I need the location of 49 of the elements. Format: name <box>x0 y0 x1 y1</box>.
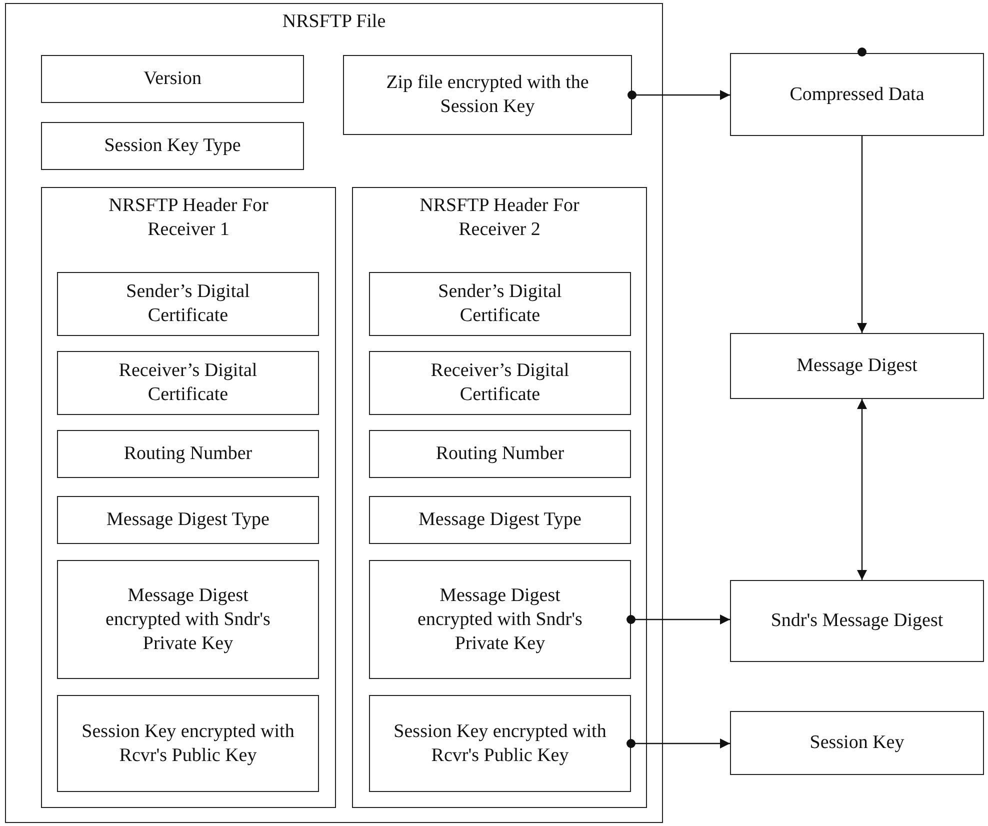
field-box <box>57 272 319 336</box>
field-box <box>57 695 319 792</box>
arrow <box>626 614 730 624</box>
box-label: Sndr's Message Digest <box>770 609 944 633</box>
field-box <box>369 496 631 544</box>
box-label: Message Digest Type <box>106 508 270 532</box>
box-label: Session Key encrypted with Rcvr's Public Key <box>392 720 608 768</box>
container-box <box>5 3 663 823</box>
box-label: Message Digest encrypted with Sndr's Private Key <box>104 584 272 656</box>
field-box <box>57 351 319 415</box>
box-label: Message Digest <box>796 354 918 378</box>
field-box <box>57 430 319 478</box>
field-box <box>369 272 631 336</box>
box-label: Compressed Data <box>790 82 924 106</box>
box-label: Session Key Type <box>104 134 241 158</box>
box-label: Message Digest encrypted with Sndr's Private Key <box>416 584 584 656</box>
box-label: Message Digest Type <box>418 508 582 532</box>
box-label: Routing Number <box>436 442 564 466</box>
arrow <box>628 90 730 100</box>
box-label: Routing Number <box>124 442 252 466</box>
group-title: NRSFTP Header For Receiver 1 <box>108 194 270 242</box>
process-box <box>730 333 984 399</box>
box-label: Sender’s Digital Certificate <box>125 280 251 328</box>
process-box <box>730 711 984 775</box>
field-box <box>369 695 631 792</box>
arrow <box>626 738 730 748</box>
field-box <box>369 560 631 679</box>
arrow <box>857 399 867 580</box>
box-label: Sender’s Digital Certificate <box>437 280 563 328</box>
field-box <box>369 351 631 415</box>
box-label: Session Key encrypted with Rcvr's Public Key <box>80 720 296 768</box>
field-box <box>343 55 632 135</box>
box-label: Receiver’s Digital Certificate <box>118 359 258 407</box>
process-box <box>730 53 984 136</box>
field-box <box>57 560 319 679</box>
group-title: NRSFTP File <box>282 10 386 34</box>
box-label: Receiver’s Digital Certificate <box>430 359 570 407</box>
field-box <box>369 430 631 478</box>
box-label: Version <box>143 67 202 91</box>
field-box <box>41 122 304 170</box>
field-box <box>41 55 304 103</box>
arrow <box>857 136 867 333</box>
process-box <box>730 580 984 662</box>
box-label: Session Key <box>810 731 904 755</box>
group-title: NRSFTP Header For Receiver 2 <box>418 194 580 242</box>
container-box <box>41 187 336 808</box>
container-box <box>352 187 647 808</box>
box-label: Zip file encrypted with the Session Key <box>385 71 590 119</box>
field-box <box>57 496 319 544</box>
